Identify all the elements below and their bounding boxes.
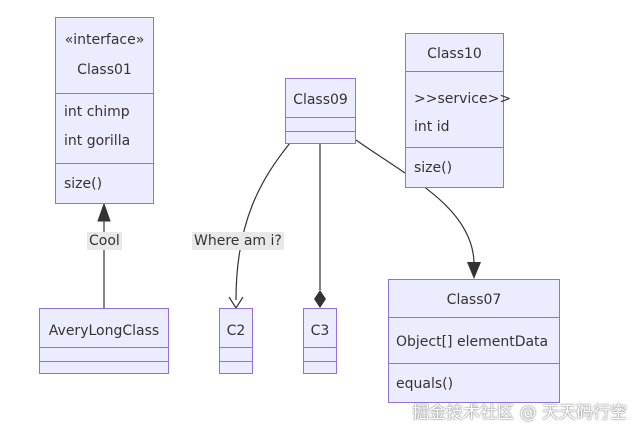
class01-member: int gorilla — [64, 133, 131, 149]
c3-divider — [304, 361, 336, 362]
class-averylongclass: AveryLongClass — [39, 308, 169, 374]
class07-divider — [389, 363, 559, 364]
edge-label-cool: Cool — [87, 232, 122, 250]
class01-divider — [56, 163, 153, 164]
c3-name: C3 — [310, 323, 330, 339]
edge-where-am-i — [235, 142, 291, 301]
class-class01: «interface» Class01 int chimp int gorill… — [55, 17, 154, 204]
edge-class09-class07 — [355, 139, 475, 263]
class10-member: >>service>> — [414, 91, 512, 107]
class10-method: size() — [414, 160, 453, 176]
class01-member: int chimp — [64, 104, 130, 120]
filled-arrowhead — [467, 262, 481, 279]
class01-divider — [56, 93, 153, 94]
averylongclass-divider — [40, 347, 168, 348]
averylongclass-divider — [40, 361, 168, 362]
class09-divider — [286, 117, 355, 118]
class09-name: Class09 — [293, 92, 348, 108]
composition-diamond — [314, 290, 326, 308]
class-c2: C2 — [219, 308, 253, 374]
class-class10: Class10 >>service>> int id size() — [405, 33, 511, 188]
class10-divider — [406, 71, 503, 72]
class10-divider — [406, 147, 503, 148]
class09-divider — [286, 131, 355, 132]
class07-member: Object[] elementData — [396, 334, 549, 350]
class10-member: int id — [414, 119, 450, 135]
class07-divider — [389, 317, 559, 318]
c2-name: C2 — [226, 323, 246, 339]
class01-stereotype: «interface» — [64, 32, 145, 48]
watermark: 掘金技术社区 @ 天天码行空 — [412, 403, 627, 423]
c3-divider — [304, 347, 336, 348]
c2-divider — [220, 347, 252, 348]
class07-method: equals() — [396, 376, 454, 392]
edge-label-where-am-i: Where am i? — [192, 232, 284, 250]
class01-name: Class01 — [77, 62, 132, 78]
class10-name: Class10 — [427, 46, 482, 62]
class-class09: Class09 — [285, 78, 356, 144]
inheritance-arrowhead — [97, 202, 111, 222]
class-c3: C3 — [303, 308, 337, 374]
c2-divider — [220, 361, 252, 362]
class07-name: Class07 — [446, 292, 502, 308]
averylongclass-name: AveryLongClass — [48, 323, 160, 339]
class01-method: size() — [64, 176, 103, 192]
class-class07: Class07 Object[] elementData equals() — [388, 279, 560, 403]
